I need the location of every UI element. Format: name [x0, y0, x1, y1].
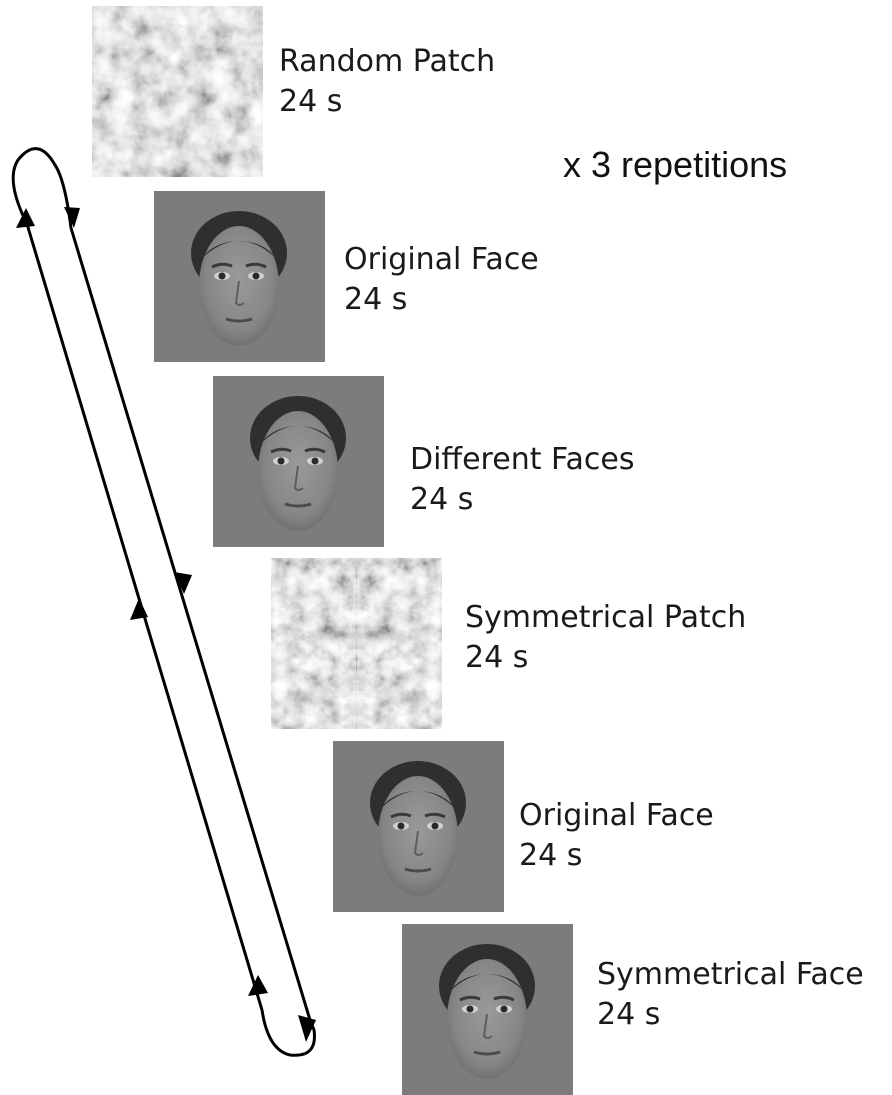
- original-face-image: [154, 191, 325, 362]
- block-name: Random Patch: [279, 44, 496, 79]
- block-name: Different Faces: [410, 442, 635, 477]
- up-arrowhead: [130, 598, 148, 620]
- block-name: Symmetrical Face: [597, 957, 864, 992]
- block-label: Random Patch 24 s: [279, 42, 495, 122]
- symmetrical-face-image: [402, 924, 573, 1095]
- random-patch-image: [92, 6, 263, 177]
- block-name: Original Face: [344, 242, 539, 277]
- block-label: Symmetrical Face 24 s: [597, 955, 864, 1035]
- repetitions-label: x 3 repetitions: [563, 144, 788, 185]
- block-label: Different Faces 24 s: [410, 440, 634, 520]
- block-duration: 24 s: [519, 838, 583, 873]
- block-name: Original Face: [519, 798, 714, 833]
- original-face-image: [333, 741, 504, 912]
- block-duration: 24 s: [597, 997, 661, 1032]
- loop-bottom-curve: [260, 1009, 316, 1057]
- block-label: Original Face 24 s: [344, 240, 539, 320]
- down-arrowhead: [64, 207, 80, 228]
- block-duration: 24 s: [410, 482, 474, 517]
- block-duration: 24 s: [465, 640, 529, 675]
- block-label: Symmetrical Patch 24 s: [465, 598, 746, 678]
- down-arrowhead: [298, 1015, 316, 1042]
- loop-top-curve: [11, 147, 73, 229]
- up-arrowhead: [248, 975, 268, 996]
- different-face-image: [213, 376, 384, 547]
- block-duration: 24 s: [279, 84, 343, 119]
- up-arrowhead: [16, 208, 35, 228]
- block-label: Original Face 24 s: [519, 796, 714, 876]
- down-arrowhead: [174, 572, 192, 594]
- symmetrical-patch-image: [271, 558, 442, 729]
- block-name: Symmetrical Patch: [465, 600, 747, 635]
- block-duration: 24 s: [344, 282, 408, 317]
